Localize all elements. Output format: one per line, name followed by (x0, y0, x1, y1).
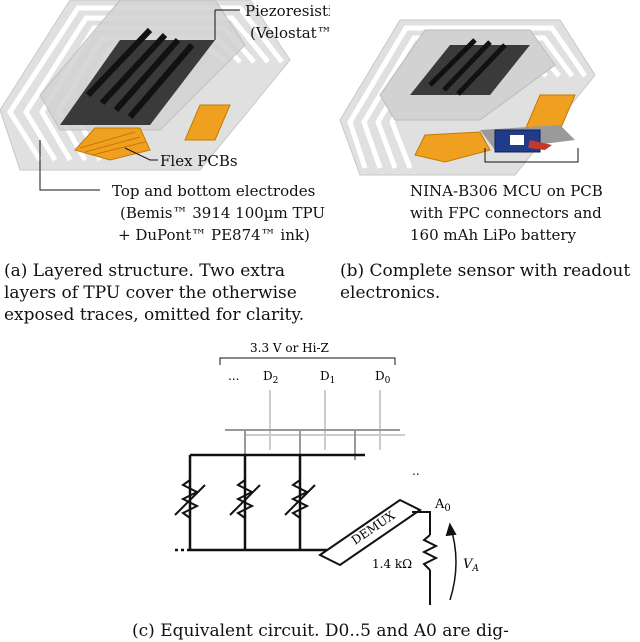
label-resistor: 1.4 kΩ (372, 557, 412, 571)
sheet-stripes (85, 27, 195, 119)
flex-pcb-traces (79, 131, 146, 156)
sensor-sheet (410, 45, 530, 95)
label-top-voltage: 3.3 V or Hi-Z (250, 341, 329, 355)
label-demux-dots: .. (412, 464, 420, 478)
demux-block (318, 498, 422, 567)
caption-b: (b) Complete sensor with readout electro… (340, 261, 631, 303)
label-mcu-line1: NINA-B306 MCU on PCB (410, 182, 603, 200)
column-bracket (219, 357, 396, 365)
label-electrodes-line1: Top and bottom electrodes (112, 182, 315, 200)
caption-c: (c) Equivalent circuit. D0..5 and A0 are… (132, 621, 509, 641)
label-sheet-line2: (Velostat™) (250, 24, 330, 42)
battery-lead (528, 140, 552, 150)
a0-output (412, 511, 457, 605)
label-electrodes-line3: + DuPont™ PE874™ ink) (118, 226, 310, 244)
variable-resistors (174, 479, 316, 519)
label-va: VA (463, 557, 479, 574)
label-flex-pcbs: Flex PCBs (160, 152, 238, 170)
label-mcu-line3: 160 mAh LiPo battery (410, 226, 577, 244)
label-col-d0: D0 (375, 369, 391, 386)
mcu-chip (510, 135, 524, 145)
label-electrodes-line2: (Bemis™ 3914 100µm TPU (120, 204, 325, 222)
complete-sensor-illustration: NINA-B306 MCU on PCB with FPC connectors… (339, 19, 603, 244)
label-col-d1: D1 (320, 369, 335, 386)
label-col-dots: ... (228, 369, 239, 383)
label-sheet-line1: Piezoresistive sheet (245, 2, 330, 20)
sensor-sheet-stripes (428, 38, 507, 96)
panel-c: 3.3 V or Hi-Z ... D2 D1 D0 (150, 340, 480, 615)
back-row-2 (245, 390, 405, 450)
label-a0: A0 (434, 497, 451, 514)
equivalent-circuit: 3.3 V or Hi-Z ... D2 D1 D0 (174, 341, 479, 605)
panel-a: Piezoresistive sheet (Velostat™) Flex PC… (0, 0, 396, 250)
layered-structure-illustration: Piezoresistive sheet (Velostat™) Flex PC… (0, 0, 396, 244)
leader-lines (39, 9, 240, 191)
caption-a: (a) Layered structure. Two extra layers … (4, 261, 305, 325)
panel-b: NINA-B306 MCU on PCB with FPC connectors… (330, 0, 640, 250)
label-col-d2: D2 (263, 369, 278, 386)
mcu-leader (484, 148, 579, 163)
label-mcu-line2: with FPC connectors and (410, 204, 602, 222)
front-row-wires (175, 453, 365, 552)
sensor-flex-pcbs (414, 94, 576, 163)
